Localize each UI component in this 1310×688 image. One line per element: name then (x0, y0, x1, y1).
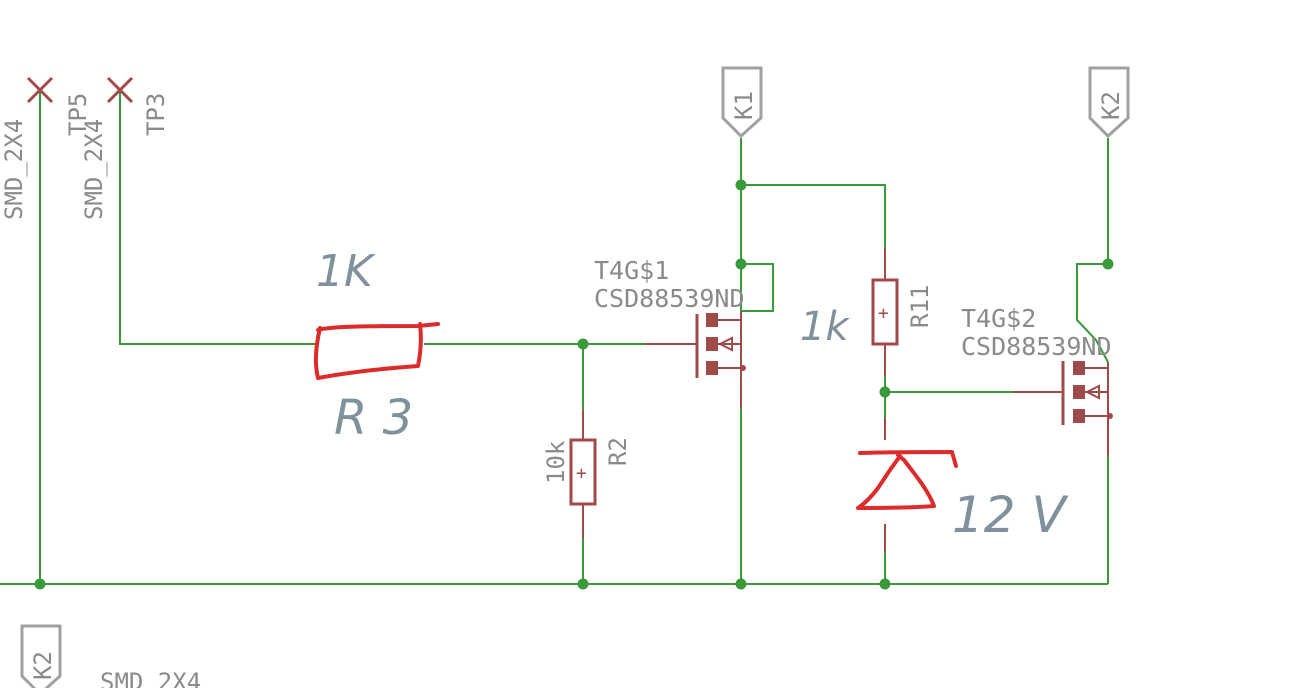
connector-k2-bottom-label: K2 (29, 651, 57, 680)
connector-k2-top-label: K2 (1097, 91, 1125, 120)
zener-value-handwritten: 12 V (952, 486, 1070, 544)
r3-value-handwritten: 1K (316, 246, 376, 297)
r11-value-handwritten: 1k (800, 304, 850, 350)
r3-sketch-shape (313, 322, 440, 380)
t2-name-label: T4G$2 (961, 304, 1036, 333)
smd-bottom-label: SMD_2X4 (100, 668, 201, 688)
t2-drain-loop-wire (1076, 263, 1109, 363)
resistor-r2[interactable]: + (569, 410, 597, 538)
r11-body (871, 278, 899, 346)
junction-dot (735, 179, 747, 191)
smd-mid-label: SMD_2X4 (80, 119, 108, 220)
connector-k1-shape (721, 66, 763, 139)
t2-value-label: CSD88539ND (961, 332, 1112, 361)
connector-k2-bottom[interactable]: K2 (20, 624, 62, 688)
tp5-label: TP5 (64, 93, 92, 136)
t1-value-label: CSD88539ND (594, 284, 745, 313)
r2-plus-label: + (576, 463, 587, 484)
mosfet-t2[interactable] (1012, 361, 1113, 456)
junction-dot (879, 578, 891, 590)
r2-body (569, 438, 597, 506)
connector-k1-label: K1 (730, 91, 758, 120)
connector-k2-top-shape (1088, 66, 1130, 139)
resistor-r3[interactable] (313, 322, 440, 380)
smd-left-label: SMD_2X4 (0, 119, 28, 220)
r11-name-label: R11 (906, 285, 934, 328)
junctions (34, 179, 1114, 590)
zener-diode[interactable] (856, 418, 958, 552)
wires (0, 92, 1109, 585)
zener-sketch-icon (856, 450, 958, 510)
t1-name-label: T4G$1 (594, 256, 669, 285)
r2-name-label: R2 (604, 437, 632, 466)
t2-arrow-icon (1084, 384, 1100, 400)
connector-k1[interactable]: K1 (721, 66, 763, 139)
connector-k2-bottom-shape (20, 624, 62, 688)
r2-value-label: 10k (542, 440, 570, 484)
r3-name-handwritten: R 3 (334, 390, 413, 446)
t1-drain-loop-wire (741, 263, 774, 312)
connector-k2-top[interactable]: K2 (1088, 66, 1130, 139)
junction-dot (577, 338, 589, 350)
junction-dot (735, 258, 747, 270)
r11-plus-label: + (878, 303, 889, 324)
tp3-to-r3-wire (119, 92, 318, 345)
junction-dot (577, 578, 589, 590)
tp3-label: TP3 (142, 93, 170, 136)
mosfet-t1[interactable] (646, 311, 746, 408)
junction-dot (879, 386, 891, 398)
junction-dot (735, 578, 747, 590)
junction-dot (34, 578, 46, 590)
t1-arrow-icon (717, 336, 733, 352)
test-point-tp3[interactable] (106, 76, 134, 104)
resistor-r11[interactable]: + (871, 248, 899, 376)
junction-dot (1102, 258, 1114, 270)
test-point-tp5[interactable] (26, 76, 54, 104)
k1-to-r11-wire (741, 184, 886, 248)
